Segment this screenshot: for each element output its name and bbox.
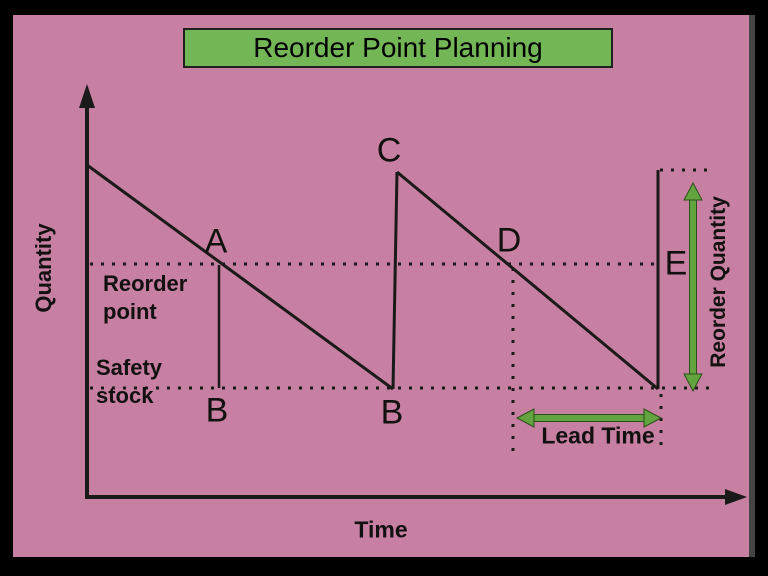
point-label-c: C (376, 131, 402, 170)
consumption-slope-1 (86, 163, 394, 391)
x-axis-label: Time (354, 516, 408, 543)
point-label-a: A (204, 222, 228, 261)
x-axis-arrowhead-icon (725, 489, 747, 505)
reorder-quantity-arrow-top-head-icon (683, 181, 703, 201)
page-title: Reorder Point Planning (253, 32, 543, 63)
lead-time-label: Lead Time (541, 422, 655, 449)
safety-stock-label: Safety stock (96, 355, 163, 408)
title-box: Reorder Point Planning (183, 28, 613, 68)
frame-inner-shadow (749, 15, 755, 557)
replenishment-rise-line (391, 171, 399, 390)
lead-time-arrow-shaft (530, 414, 648, 422)
point-label-b1: B (205, 391, 229, 430)
y-axis-label: Quantity (31, 223, 56, 313)
reorder-quantity-arrow-bottom-head-icon (683, 373, 703, 393)
lead-time-arrow-left-head-icon (515, 408, 535, 428)
reorder-quantity-label: Reorder Quantity (707, 196, 730, 368)
reorder-point-label: Reorder point (103, 271, 188, 324)
point-label-d: D (496, 221, 522, 260)
lead-time-arrow (515, 408, 663, 428)
reorder-quantity-arrow (683, 181, 703, 393)
y-axis-arrowhead-icon (79, 84, 95, 108)
consumption-slope-2 (396, 170, 659, 391)
reorder-quantity-arrow-shaft (689, 196, 697, 378)
point-label-b2: B (380, 393, 404, 432)
diagram-canvas (13, 15, 755, 557)
lead-time-arrow-right-head-icon (643, 408, 663, 428)
point-label-e: E (664, 244, 688, 283)
